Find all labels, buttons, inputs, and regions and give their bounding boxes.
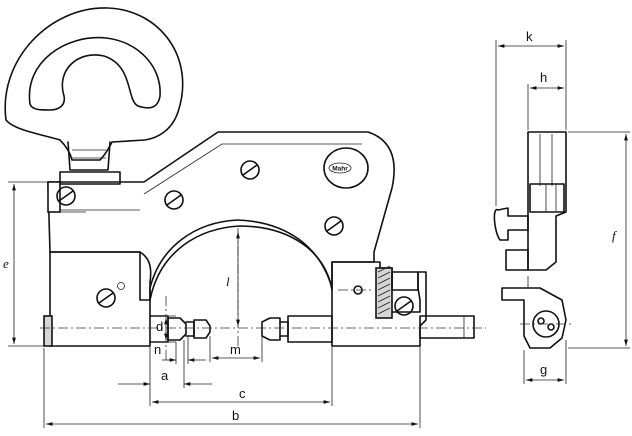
screw-2 [164,190,184,210]
mahr-logo: Mahr [323,147,369,189]
dim-label-e: e [3,256,9,271]
gauge-frame [43,131,395,347]
mahr-logo-text: Mahr [332,166,348,173]
dim-label-g: g [540,362,547,377]
dim-label-k: k [526,29,533,44]
moving-anvil [261,315,333,343]
screw-1 [56,186,76,206]
screw-5 [96,288,116,308]
screw-4 [324,216,344,236]
dim-label-c: c [239,386,246,401]
side-dimensions: k h f g [495,29,630,384]
side-view [493,131,572,349]
front-view: Mahr [4,7,486,360]
screw-3 [240,160,260,180]
dim-label-a: a [161,368,169,383]
dim-label-h: h [540,70,547,85]
dim-label-m: m [230,342,241,357]
dim-label-b: b [232,408,239,423]
dim-label-f: f [612,228,618,243]
grip-handle [4,7,184,185]
front-dimensions: e l d n m a c b [3,181,421,428]
pin-hole [117,282,125,290]
slide-block [331,261,475,347]
dim-label-n: n [154,342,161,357]
dim-label-l: l [226,274,230,289]
dim-label-d: d [156,319,163,334]
screw-6 [394,296,414,316]
